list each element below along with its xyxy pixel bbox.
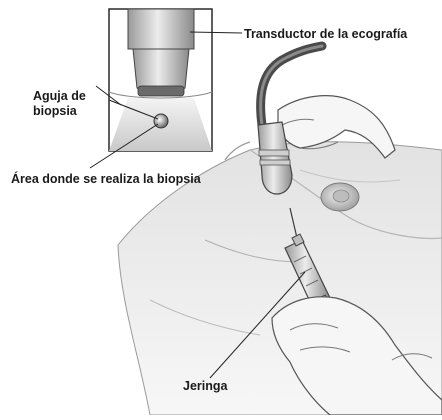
label-syringe: Jeringa <box>183 379 227 394</box>
inset-magnified-view <box>109 9 212 151</box>
lesion <box>154 114 168 128</box>
label-biopsy-needle-line2: biopsia <box>33 104 86 119</box>
nipple-center <box>333 190 349 202</box>
label-biopsy-area: Área donde se realiza la biopsia <box>11 172 201 187</box>
label-transducer: Transductor de la ecografía <box>244 27 407 42</box>
label-biopsy-needle-line1: Aguja de <box>33 89 86 104</box>
label-biopsy-needle: Aguja de biopsia <box>33 89 86 119</box>
